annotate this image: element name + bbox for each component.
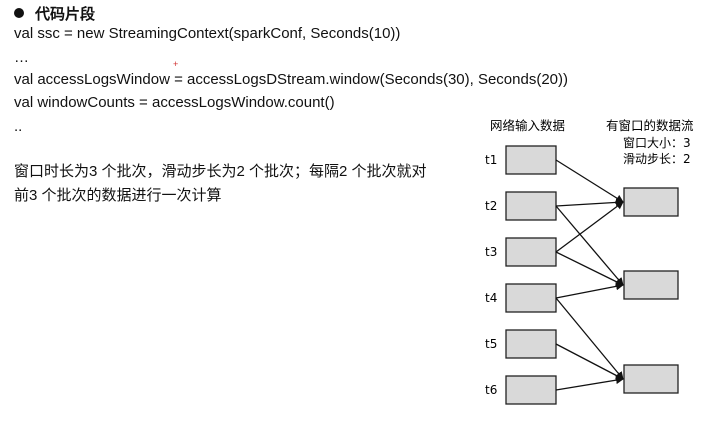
paragraph-line-1: 窗口时长为3 个批次，滑动步长为2 个批次；每隔2 个批次就对 <box>14 163 427 180</box>
windowed-stream-title: 有窗口的数据流 <box>606 118 694 133</box>
batch-label-t3: t3 <box>485 245 497 259</box>
batch-box-t2 <box>505 191 557 221</box>
slide-step-label: 滑动步长：2 <box>623 152 691 166</box>
window-size-label: 窗口大小：3 <box>623 136 691 150</box>
window-box-3 <box>623 364 679 394</box>
batch-box-t4 <box>505 283 557 313</box>
arrow-t4-to-window-3 <box>555 297 624 380</box>
arrow-t5-to-window-3 <box>555 343 624 380</box>
code-line-2: … <box>14 49 29 66</box>
arrow-t6-to-window-3 <box>555 376 624 391</box>
arrow-t2-to-window-2 <box>555 205 624 286</box>
code-line-3: val accessLogsWindow = accessLogsDStream… <box>14 71 569 88</box>
batch-box-t6 <box>505 375 557 405</box>
arrow-t3-to-window-1 <box>555 201 624 253</box>
batch-label-t5: t5 <box>485 337 497 351</box>
paragraph-line-2: 前3 个批次的数据进行一次计算 <box>14 187 222 204</box>
heading-text: 代码片段 <box>35 5 96 23</box>
window-box-1 <box>623 187 679 217</box>
window-diagram: 网络输入数据 有窗口的数据流 窗口大小：3 滑动步长：2 t1 t2 t3 t4 t5 t… <box>485 118 694 405</box>
batch-label-t1: t1 <box>485 153 497 167</box>
batch-label-t2: t2 <box>485 199 497 213</box>
cursor-mark-icon: + <box>173 59 179 69</box>
batch-box-t5 <box>505 329 557 359</box>
arrow-t3-to-window-2 <box>555 251 624 286</box>
batch-box-t3 <box>505 237 557 267</box>
code-line-1: val ssc = new StreamingContext(sparkConf… <box>14 25 401 42</box>
batch-box-t1 <box>505 145 557 175</box>
explanation-paragraph: 窗口时长为3 个批次，滑动步长为2 个批次；每隔2 个批次就对 前3 个批次的数… <box>14 160 464 208</box>
code-line-4: val windowCounts = accessLogsWindow.coun… <box>14 94 335 111</box>
batch-label-t6: t6 <box>485 383 497 397</box>
arrow-t2-to-window-1 <box>555 198 624 207</box>
arrow-t1-to-window-1 <box>555 159 624 203</box>
input-stream-title: 网络输入数据 <box>490 118 565 133</box>
batch-label-t4: t4 <box>485 291 497 305</box>
slide-heading: 代码片段 <box>14 2 95 24</box>
arrow-t4-to-window-2 <box>555 282 624 299</box>
code-line-5: .. <box>14 118 23 135</box>
window-box-2 <box>623 270 679 300</box>
bullet-icon <box>14 8 24 18</box>
